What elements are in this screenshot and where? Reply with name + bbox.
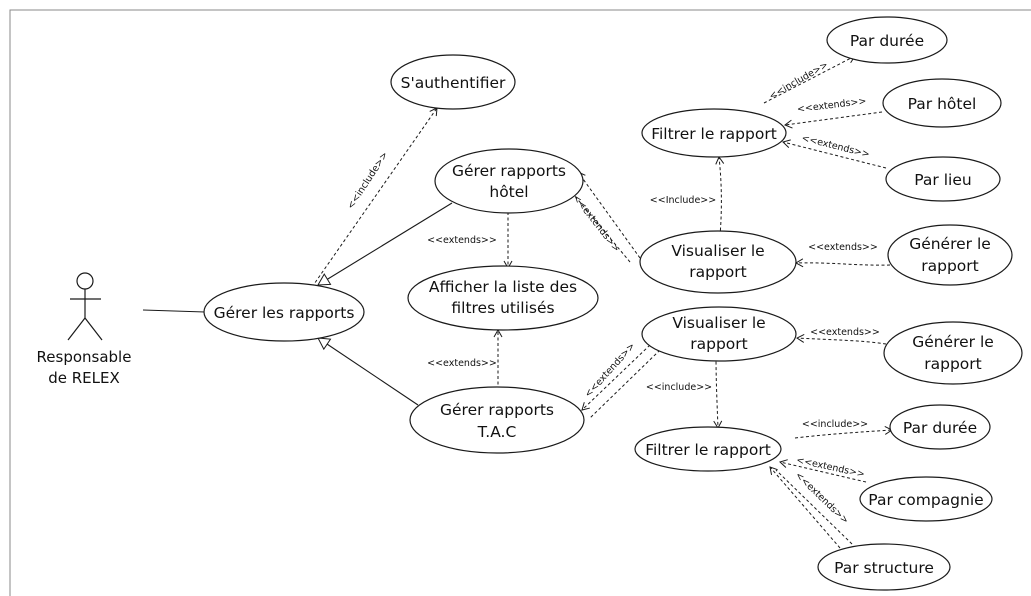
use-case-gerer-tac-label-1: Gérer rapports	[440, 401, 554, 419]
extends-generer-bot	[795, 333, 887, 345]
actor-right-leg	[84, 317, 103, 341]
use-case-gerer-rapports[interactable]: Gérer les rapports	[203, 282, 365, 342]
use-case-filtrer-bot-label: Filtrer le rapport	[645, 441, 771, 459]
diagram-border	[9, 9, 1031, 596]
extends-compagnie	[779, 459, 867, 483]
include-filtrer-duree-top-label: <<include>>	[767, 60, 830, 103]
use-case-visualiser-top-label-2: rapport	[689, 263, 746, 281]
use-case-gerer-tac[interactable]: Gérer rapports T.A.C	[409, 386, 585, 454]
actor-left-leg	[67, 317, 86, 341]
include-authentifier-label: <<include>>	[345, 150, 390, 212]
use-case-gerer-rapports-label: Gérer les rapports	[214, 304, 355, 322]
use-case-par-hotel[interactable]: Par hôtel	[882, 78, 1002, 128]
use-case-afficher-filtres-label-2: filtres utilisés	[451, 299, 554, 317]
use-case-authentifier[interactable]: S'authentifier	[390, 54, 516, 110]
use-case-visualiser-bot[interactable]: Visualiser le rapport	[641, 306, 797, 362]
use-case-gerer-hotel[interactable]: Gérer rapports hôtel	[434, 148, 584, 214]
extends-visu-tac-label: <<extends>>	[583, 341, 638, 400]
extends-generer-top-label: <<extends>>	[808, 242, 878, 253]
use-case-par-lieu-label: Par lieu	[914, 171, 971, 189]
use-case-filtrer-top[interactable]: Filtrer le rapport	[641, 108, 787, 158]
use-case-authentifier-label: S'authentifier	[401, 74, 506, 92]
actor-label-line1: Responsable	[37, 348, 132, 366]
use-case-par-structure[interactable]: Par structure	[817, 543, 951, 591]
extends-structure-second	[775, 469, 853, 545]
include-filtrer-duree-bot	[794, 425, 894, 439]
use-case-generer-bot-label-1: Générer le	[912, 333, 994, 351]
include-visu-filtrer-top	[715, 155, 725, 237]
extends-visu-hotel-label: <<extends>>	[570, 193, 622, 255]
use-case-filtrer-bot[interactable]: Filtrer le rapport	[634, 426, 782, 472]
use-case-par-hotel-label: Par hôtel	[908, 95, 977, 113]
use-case-visualiser-bot-label-1: Visualiser le	[672, 314, 765, 332]
extends-hotel-filtre-label: <<extends>>	[796, 96, 867, 115]
include-authentifier	[311, 107, 438, 288]
extends-lieu-filtre	[782, 139, 887, 169]
extends-generer-bot-label: <<extends>>	[810, 327, 880, 338]
use-case-afficher-filtres[interactable]: Afficher la liste des filtres utilisés	[407, 265, 599, 331]
extends-structure	[769, 466, 841, 549]
use-case-par-compagnie-label: Par compagnie	[868, 491, 983, 509]
use-case-par-compagnie[interactable]: Par compagnie	[859, 476, 993, 522]
extends-generer-top	[794, 258, 891, 268]
association-actor-gerer	[142, 309, 206, 313]
extends-structure-label: <<extends>>	[793, 470, 851, 526]
use-case-filtrer-top-label: Filtrer le rapport	[651, 125, 777, 143]
use-case-par-duree-bot-label: Par durée	[903, 419, 977, 437]
generalization-tac	[317, 337, 419, 406]
use-case-par-lieu[interactable]: Par lieu	[885, 156, 1001, 202]
extends-visu-hotel	[577, 171, 641, 259]
use-case-visualiser-top[interactable]: Visualiser le rapport	[639, 230, 797, 294]
extends-lieu-filtre-label: <<extends>>	[800, 133, 870, 161]
actor-responsable: Responsable de RELEX	[37, 272, 132, 387]
use-case-par-duree-top-label: Par durée	[850, 32, 924, 50]
use-case-visualiser-bot-label-2: rapport	[690, 335, 747, 353]
extends-tac-afficher-label: <<extends>>	[427, 358, 497, 369]
include-filtrer-duree-bot-label: <<include>>	[802, 419, 868, 430]
actor-head	[76, 272, 94, 290]
extends-hotel-afficher-label: <<extends>>	[427, 235, 497, 246]
use-case-par-duree-bot[interactable]: Par durée	[889, 404, 991, 450]
extends-visu-tac	[581, 344, 651, 411]
use-case-afficher-filtres-label-1: Afficher la liste des	[429, 278, 577, 296]
use-case-visualiser-top-label-1: Visualiser le	[671, 242, 764, 260]
include-visu-filtrer-bot	[713, 355, 723, 430]
use-case-generer-top-label-2: rapport	[921, 257, 978, 275]
include-filtrer-duree-top	[763, 55, 856, 104]
use-case-gerer-hotel-label-2: hôtel	[489, 183, 528, 201]
use-case-gerer-tac-label-2: T.A.C	[477, 423, 517, 441]
use-case-gerer-hotel-label-1: Gérer rapports	[452, 162, 566, 180]
use-case-generer-bot-label-2: rapport	[924, 355, 981, 373]
actor-label-line2: de RELEX	[48, 369, 120, 387]
use-case-par-structure-label: Par structure	[834, 559, 934, 577]
include-visu-filtrer-bot-label: <<include>>	[646, 382, 712, 393]
use-case-generer-top-label-1: Générer le	[909, 235, 991, 253]
generalization-hotel	[317, 202, 453, 286]
use-case-par-duree-top[interactable]: Par durée	[826, 16, 948, 64]
use-case-generer-bot[interactable]: Générer le rapport	[883, 321, 1023, 385]
include-visu-filtrer-top-label: <<Include>>	[650, 195, 716, 206]
use-case-generer-top[interactable]: Générer le rapport	[887, 224, 1013, 286]
extends-visu-hotel-second	[573, 194, 631, 263]
